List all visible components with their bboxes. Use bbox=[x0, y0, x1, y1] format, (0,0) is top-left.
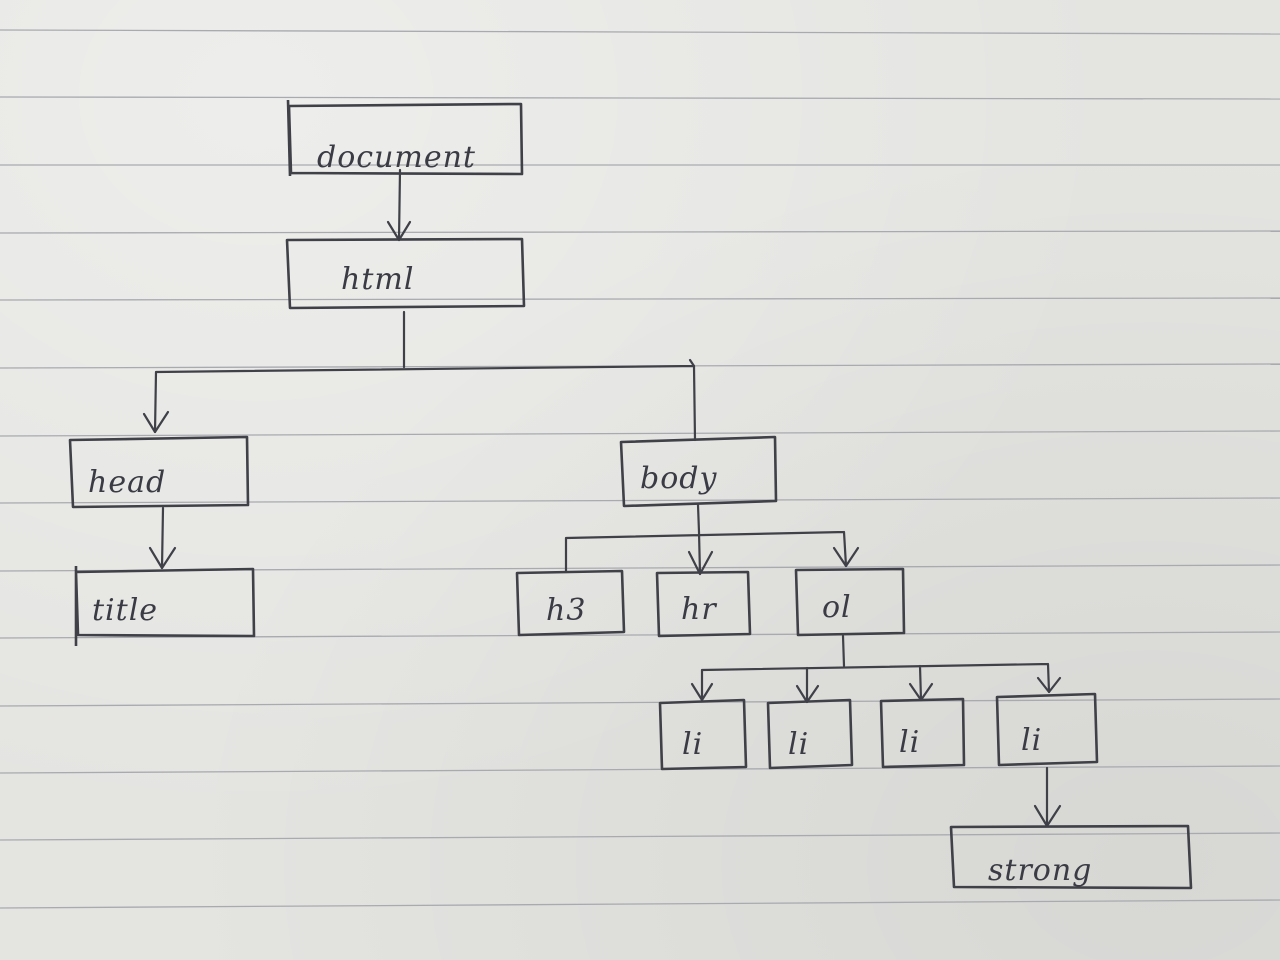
node-label-hr: hr bbox=[681, 592, 717, 627]
edge-head-title bbox=[160, 506, 165, 570]
node-strong: strong bbox=[949, 824, 1193, 890]
node-h3: h3 bbox=[515, 569, 626, 637]
node-label-h3: h3 bbox=[546, 593, 586, 628]
node-ol: ol bbox=[794, 567, 906, 637]
node-label-li-1: li bbox=[682, 727, 703, 762]
node-li-4: li bbox=[995, 692, 1099, 767]
node-label-strong: strong bbox=[988, 853, 1092, 888]
node-label-document: document bbox=[317, 140, 476, 175]
node-document: document bbox=[286, 99, 524, 177]
tree-nodes: document html head title body h3 bbox=[68, 99, 1193, 890]
node-label-li-2: li bbox=[788, 727, 809, 762]
node-hr: hr bbox=[655, 570, 752, 638]
node-title: title bbox=[74, 566, 256, 646]
node-li-1: li bbox=[658, 698, 748, 771]
ruled-lines bbox=[0, 29, 1280, 909]
node-body: body bbox=[619, 435, 778, 508]
node-label-li-3: li bbox=[899, 725, 920, 760]
node-label-body: body bbox=[640, 461, 717, 496]
node-label-title: title bbox=[92, 593, 158, 628]
edge-ol-children bbox=[700, 634, 1051, 704]
node-label-html: html bbox=[341, 262, 414, 297]
node-label-li-4: li bbox=[1021, 723, 1042, 758]
edge-html-children bbox=[153, 310, 697, 442]
tree-connectors bbox=[142, 168, 1062, 828]
node-head: head bbox=[68, 435, 250, 509]
node-html: html bbox=[285, 237, 526, 310]
edge-body-children bbox=[564, 503, 848, 576]
node-li-2: li bbox=[766, 698, 854, 770]
node-label-head: head bbox=[88, 465, 166, 500]
node-li-3: li bbox=[879, 697, 966, 769]
node-label-ol: ol bbox=[822, 590, 852, 625]
edge-document-html bbox=[397, 168, 402, 242]
